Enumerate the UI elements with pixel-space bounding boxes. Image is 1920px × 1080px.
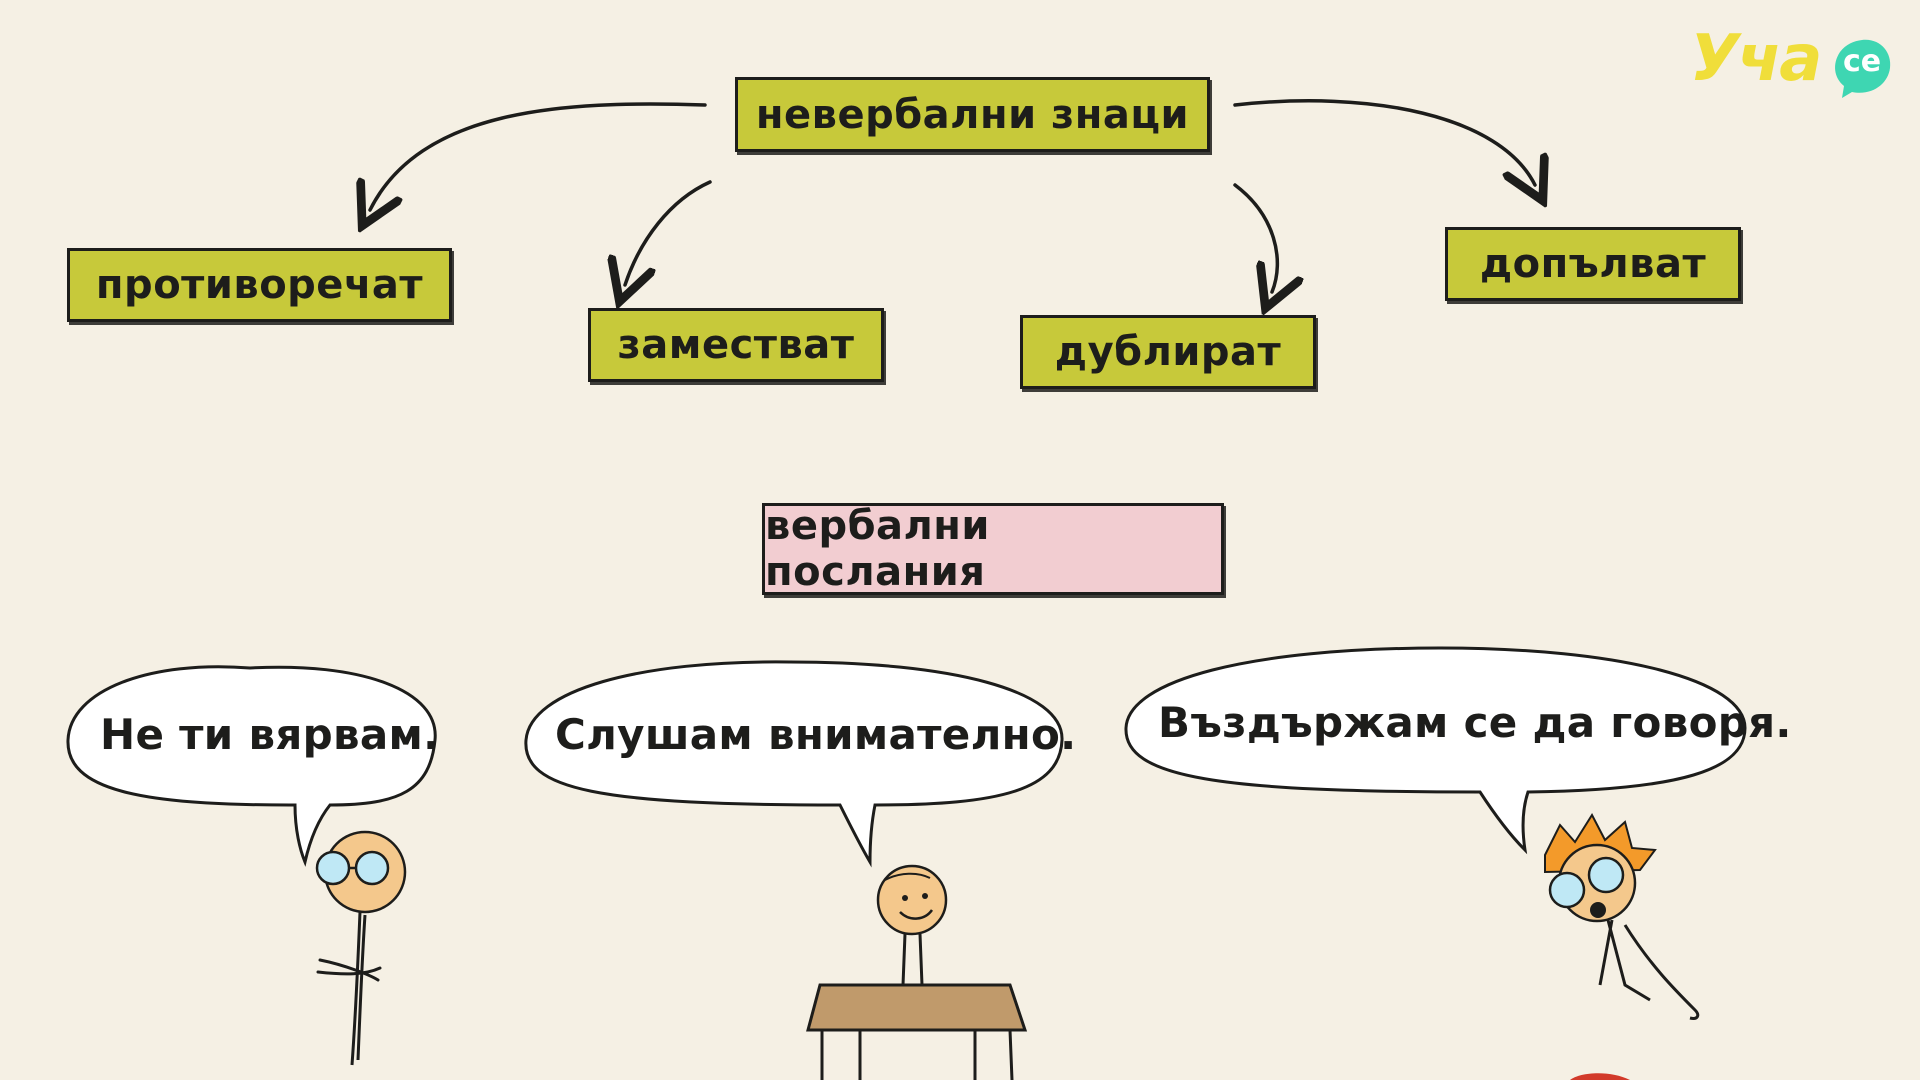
arrow-to-dublirat (1233, 183, 1277, 292)
root-node: невербални знаци (735, 77, 1210, 152)
arrow-to-protivorechat (370, 102, 707, 210)
speech-bubble-2 (524, 660, 1064, 868)
branch-node-dopalvat: допълват (1445, 227, 1741, 301)
verbal-messages-node: вербални послания (762, 503, 1224, 595)
speech-text-1: Не ти вярвам. (100, 710, 440, 759)
arrow-to-zamestvat (625, 180, 712, 285)
branch-label-protivorechat: противоречат (95, 262, 424, 308)
speech-bubble-1 (66, 665, 437, 867)
branch-label-zamestvat: заместват (617, 322, 855, 368)
branch-label-dublirat: дублират (1054, 329, 1282, 375)
speech-text-2: Слушам внимателно. (555, 710, 1077, 759)
logo-badge-text: се (1843, 44, 1882, 79)
branch-node-dublirat: дублират (1020, 315, 1316, 389)
arrow-to-dopalvat (1233, 99, 1535, 185)
figure-quiet (1544, 812, 1700, 1020)
logo-text: Уча (1690, 22, 1822, 96)
speech-bubble-3 (1124, 646, 1747, 855)
logo-badge (1835, 39, 1891, 98)
branch-node-zamestvat: заместват (588, 308, 884, 382)
branch-label-dopalvat: допълват (1479, 241, 1707, 287)
figure-skeptic (315, 830, 407, 1066)
figure-listener (806, 864, 1028, 1080)
verbal-messages-label: вербални послания (765, 503, 990, 595)
branch-node-protivorechat: противоречат (67, 248, 452, 322)
speech-text-3: Въздържам се да говоря. (1158, 698, 1792, 747)
root-node-label: невербални знаци (755, 91, 1190, 138)
red-object-partial (1570, 1073, 1630, 1080)
